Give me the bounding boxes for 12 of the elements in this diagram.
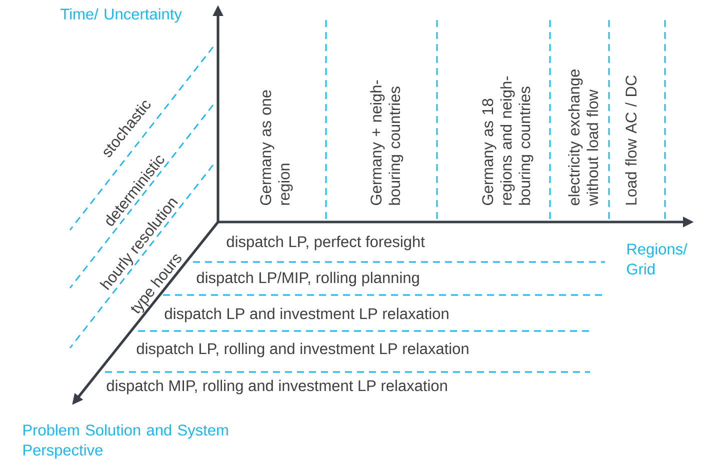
column-heading: Germany as 18 regions and neigh- bouring countries	[482, 76, 534, 206]
row-label: dispatch LP, perfect foresight	[226, 236, 425, 250]
row-label: dispatch LP/MIP, rolling planning	[196, 272, 419, 286]
column-heading: electricity exchange without load flow	[568, 70, 598, 206]
column-heading: Germany + neigh- bouring countries	[370, 80, 404, 206]
column-heading: Load flow AC / DC	[625, 75, 637, 205]
axis-title: Time/ Uncertainty	[60, 8, 182, 23]
row-label: dispatch LP and investment LP relaxation	[164, 308, 448, 322]
axis-title: Regions/ Grid	[627, 243, 688, 275]
row-label: dispatch MIP, rolling and investment LP relaxation	[106, 380, 447, 394]
row-label: dispatch LP, rolling and investment LP relaxation	[136, 342, 468, 358]
axis-title: Problem Solution and System Perspective	[23, 424, 228, 459]
